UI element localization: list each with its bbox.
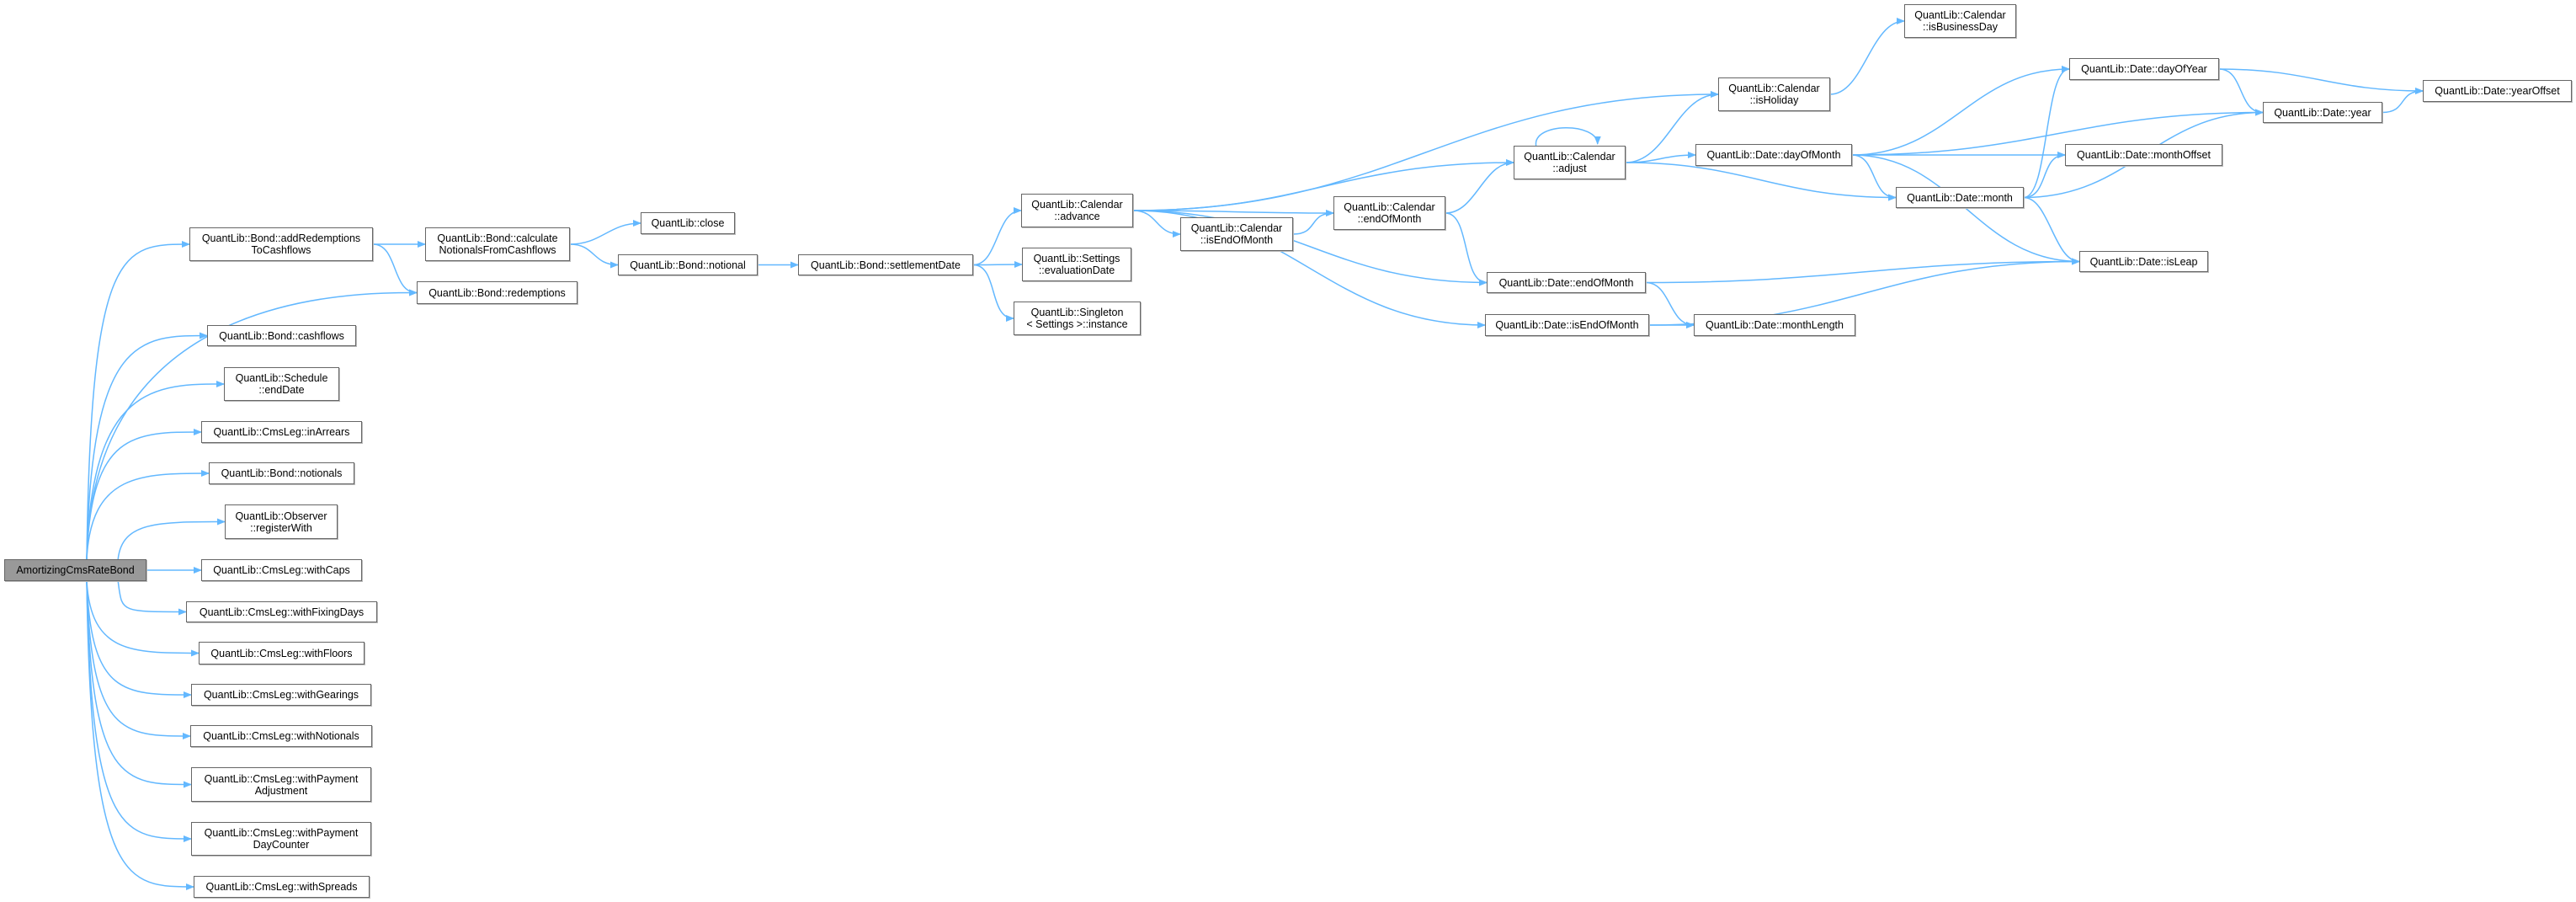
edge-advance-to-isHoliday [1132, 91, 1719, 211]
edge-root-to-registerWith [117, 518, 226, 560]
graph-node-year-offset[interactable]: QuantLib::Date::yearOffset [2423, 80, 2572, 102]
edge-dayOfYear-to-yearOffset [2218, 68, 2424, 94]
graph-node-with-payment-adjustment[interactable]: QuantLib::CmsLeg::withPayment Adjustment [191, 767, 371, 802]
graph-node-day-of-month[interactable]: QuantLib::Date::dayOfMonth [1695, 144, 1852, 166]
graph-node-with-spreads[interactable]: QuantLib::CmsLeg::withSpreads [194, 876, 370, 898]
edge-root-to-withGearings [86, 580, 192, 698]
graph-node-notionals[interactable]: QuantLib::Bond::notionals [209, 462, 354, 484]
graph-node-cal-is-end-of-month[interactable]: QuantLib::Calendar ::isEndOfMonth [1180, 217, 1293, 251]
graph-node-cashflows[interactable]: QuantLib::Bond::cashflows [207, 325, 356, 346]
edge-advance-to-dateEndOfMonth [1132, 210, 1488, 286]
edge-calcNotionals-to-close [569, 220, 641, 245]
edge-dateEndOfMonth-to-isLeap [1645, 258, 2080, 284]
edge-dayOfMonth-to-isLeap [1851, 154, 2080, 265]
graph-node-cal-end-of-month[interactable]: QuantLib::Calendar ::endOfMonth [1333, 196, 1445, 230]
edge-year-to-yearOffset [2382, 88, 2424, 114]
edge-root-to-withSpreads [86, 580, 194, 890]
graph-node-with-payment-day-counter[interactable]: QuantLib::CmsLeg::withPayment DayCounter [191, 822, 371, 856]
graph-node-date-is-end-of-month[interactable]: QuantLib::Date::isEndOfMonth [1485, 314, 1649, 336]
graph-node-adjust[interactable]: QuantLib::Calendar ::adjust [1514, 146, 1626, 179]
graph-node-month-length[interactable]: QuantLib::Date::monthLength [1694, 314, 1855, 336]
graph-node-close[interactable]: QuantLib::close [641, 212, 735, 234]
edge-dayOfYear-to-year [2218, 68, 2264, 116]
edge-dayOfMonth-to-month [1851, 154, 1897, 201]
edge-advance-to-calEndOfMonth [1132, 209, 1334, 216]
edge-root-to-endDate [86, 381, 225, 560]
graph-node-advance[interactable]: QuantLib::Calendar ::advance [1021, 194, 1133, 227]
edge-calIsEndOfMonth-to-calEndOfMonth [1292, 210, 1334, 235]
edge-month-to-monthOffset [2023, 152, 2066, 199]
edge-dayOfMonth-to-year [1851, 109, 2264, 156]
graph-node-with-gearings[interactable]: QuantLib::CmsLeg::withGearings [191, 684, 371, 706]
graph-node-add-redemptions[interactable]: QuantLib::Bond::addRedemptions ToCashflo… [189, 227, 373, 261]
graph-node-evaluation-date[interactable]: QuantLib::Settings ::evaluationDate [1022, 248, 1131, 281]
edge-calcNotionals-to-notional [569, 243, 619, 269]
edge-addRedemptions-to-redemptions [372, 243, 418, 296]
edge-advance-to-calIsEndOfMonth [1132, 210, 1181, 238]
edge-isHoliday-to-isBusinessDay [1829, 18, 1905, 95]
edge-root-to-withPaymentAdjustment [86, 580, 192, 788]
graph-node-notional[interactable]: QuantLib::Bond::notional [618, 254, 758, 275]
edge-month-to-isLeap [2023, 196, 2080, 265]
graph-node-singleton[interactable]: QuantLib::Singleton < Settings >::instan… [1014, 302, 1141, 335]
edge-calEndOfMonth-to-dateEndOfMonth [1445, 212, 1488, 286]
edge-adjust-to-isHoliday [1625, 91, 1719, 163]
graph-node-register-with[interactable]: QuantLib::Observer ::registerWith [225, 504, 338, 539]
graph-node-redemptions[interactable]: QuantLib::Bond::redemptions [417, 281, 577, 304]
graph-node-with-notionals[interactable]: QuantLib::CmsLeg::withNotionals [190, 725, 372, 747]
graph-node-is-holiday[interactable]: QuantLib::Calendar ::isHoliday [1718, 77, 1830, 111]
graph-node-settlement-date[interactable]: QuantLib::Bond::settlementDate [798, 254, 973, 275]
graph-node-year[interactable]: QuantLib::Date::year [2263, 102, 2382, 123]
edge-dayOfMonth-to-dayOfYear [1851, 66, 2070, 156]
graph-node-root: AmortizingCmsRateBond [4, 559, 146, 581]
graph-node-month[interactable]: QuantLib::Date::month [1896, 187, 2024, 208]
edge-root-to-notionals [86, 470, 210, 560]
edge-settlementDate-to-evaluationDate [972, 261, 1023, 269]
edge-settlementDate-to-advance [972, 207, 1022, 266]
graph-node-in-arrears[interactable]: QuantLib::CmsLeg::inArrears [201, 421, 362, 443]
graph-node-end-date[interactable]: QuantLib::Schedule ::endDate [224, 367, 339, 401]
edge-month-to-dayOfYear [2023, 66, 2070, 199]
edge-advance-to-dateIsEndOfMonth [1132, 210, 1486, 328]
edge-root-to-inArrears [86, 429, 202, 560]
edge-root-to-cashflows [86, 332, 208, 560]
edge-root-to-withFloors [86, 580, 200, 657]
graph-node-is-business-day[interactable]: QuantLib::Calendar ::isBusinessDay [1904, 4, 2016, 38]
edge-adjust-to-adjust [1535, 127, 1601, 147]
edge-adjust-to-month [1625, 162, 1897, 201]
graph-node-with-floors[interactable]: QuantLib::CmsLeg::withFloors [199, 642, 365, 664]
edge-dateEndOfMonth-to-monthLength [1645, 281, 1695, 328]
graph-node-date-end-of-month[interactable]: QuantLib::Date::endOfMonth [1487, 272, 1646, 293]
edge-advance-to-adjust [1132, 159, 1514, 211]
graph-node-day-of-year[interactable]: QuantLib::Date::dayOfYear [2069, 58, 2219, 80]
edge-root-to-withFixingDays [117, 580, 187, 616]
edge-root-to-withPaymentDayCounter [86, 580, 192, 842]
edge-calEndOfMonth-to-adjust [1445, 159, 1514, 214]
graph-node-is-leap[interactable]: QuantLib::Date::isLeap [2079, 251, 2208, 272]
graph-node-with-caps[interactable]: QuantLib::CmsLeg::withCaps [201, 559, 362, 581]
graph-node-calc-notionals[interactable]: QuantLib::Bond::calculate NotionalsFromC… [425, 227, 570, 261]
edge-root-to-addRedemptions [86, 241, 190, 560]
edge-settlementDate-to-singleton [972, 264, 1014, 322]
graph-node-with-fixing-days[interactable]: QuantLib::CmsLeg::withFixingDays [186, 601, 377, 622]
edge-root-to-withNotionals [86, 580, 191, 739]
graph-node-month-offset[interactable]: QuantLib::Date::monthOffset [2065, 144, 2222, 166]
